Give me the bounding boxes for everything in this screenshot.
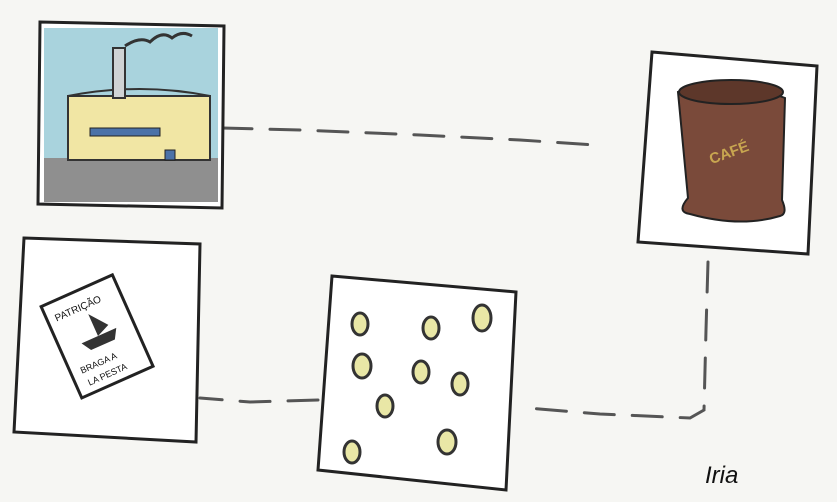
coffee-bean (351, 352, 373, 380)
coffee-beans-card (316, 274, 518, 492)
connector-beans-to-packet (198, 396, 320, 404)
coffee-bean (342, 439, 362, 465)
coffee-bean (450, 371, 470, 397)
ship-icon (81, 314, 117, 351)
chimney (112, 47, 126, 99)
coffee-packet-card: PATRIÇÃO BRAGA A LA PESTA (12, 236, 202, 444)
coffee-sack-card: CAFÉ (636, 50, 819, 256)
coffee-bean (375, 393, 395, 419)
connector-lines (198, 126, 710, 420)
signature: Iria (705, 462, 739, 489)
factory-roof (67, 88, 211, 97)
coffee-packet-icon: PATRIÇÃO BRAGA A LA PESTA (39, 272, 156, 400)
factory-windows (89, 127, 161, 137)
coffee-bean (471, 303, 493, 333)
factory-door (164, 149, 176, 161)
coffee-bean (436, 428, 458, 456)
coffee-sack-top (678, 79, 784, 105)
factory-ground (44, 158, 218, 202)
coffee-beans-icon (342, 303, 493, 465)
coffee-bean (350, 311, 370, 337)
factory-card (36, 20, 226, 210)
smoke (124, 31, 193, 48)
connector-factory-to-sack (220, 126, 597, 147)
coffee-bean (411, 359, 431, 385)
coffee-bean (421, 315, 441, 341)
connector-sack-to-beans (526, 260, 710, 420)
